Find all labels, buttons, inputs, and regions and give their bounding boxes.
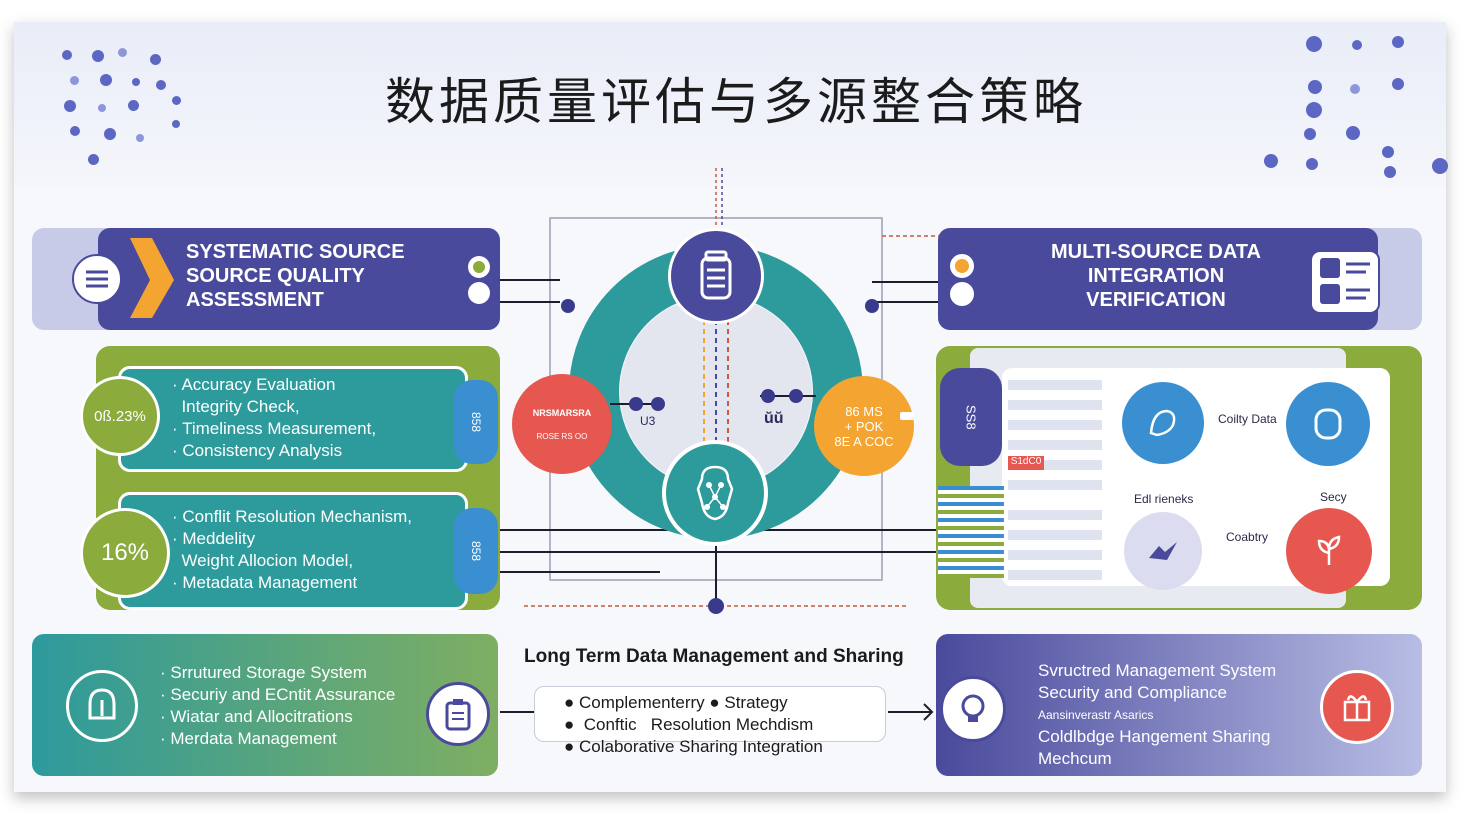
- quality-data-label: Coilty Data: [1218, 412, 1277, 426]
- hub-left-node-line1: NRSMARSRA: [532, 407, 592, 418]
- coability-label: Coabtry: [1226, 530, 1269, 544]
- hub-right-node-line1: 86 MS: [845, 403, 883, 419]
- conflict-tab-label: 858: [469, 540, 483, 562]
- management-line2: Security and Compliance: [1038, 683, 1227, 702]
- conflict-list: · Conflit Resolution Mechanism, · Meddel…: [172, 506, 412, 594]
- list-item: ● Complementerry ● Strategy: [564, 693, 788, 712]
- integration-line2: INTEGRATION: [1087, 265, 1225, 287]
- list-item: ● Colaborative Sharing Integration: [564, 737, 823, 756]
- hub-right-node-tab: [900, 412, 914, 420]
- list-item: · Meddelity: [172, 529, 256, 548]
- analytics-node-red: [1286, 508, 1372, 594]
- database-jar-icon: [700, 250, 732, 300]
- list-item: · Srrutured Storage System: [160, 663, 367, 682]
- long-term-heading: Long Term Data Management and Sharing: [524, 646, 904, 667]
- idea-bulb-icon: [940, 676, 1006, 742]
- management-text: Svructred Management System Security and…: [1038, 660, 1276, 770]
- cylinder-icon: [1314, 408, 1342, 440]
- highlight-badge: S1dC0: [1008, 456, 1044, 470]
- hub-right-label: ŭŭ: [764, 410, 784, 427]
- analytics-node-lilac: [1124, 512, 1202, 590]
- data-grid-bottom: [1008, 510, 1102, 586]
- quality-metrics-panel: [118, 366, 468, 472]
- status-dot-blank: [468, 282, 490, 304]
- verification-tab[interactable]: SS8: [940, 368, 1002, 466]
- management-line1: Svructred Management System: [1038, 661, 1277, 680]
- quality-metrics-tab[interactable]: 858: [454, 380, 498, 464]
- plant-icon: [1317, 535, 1341, 565]
- brain-network-icon: [696, 465, 734, 521]
- list-item: · Timeliness Measurement,: [172, 419, 377, 438]
- list-item: · Merdata Management: [160, 729, 337, 748]
- list-item: · Securiy and ECntit Assurance: [160, 685, 396, 704]
- management-line4: Coldlbdge Hangement Sharing: [1038, 727, 1271, 746]
- list-item: Weight Allocion Model,: [172, 551, 354, 570]
- hub-right-node-line2: + POK: [844, 418, 884, 434]
- shield-icon: [66, 670, 138, 742]
- source-assessment-title: SYSTEMATIC SOURCE SOURCE QUALITY ASSESSM…: [186, 240, 405, 312]
- header-band: [14, 22, 1446, 186]
- source-assessment-line2: SOURCE QUALITY: [186, 265, 365, 287]
- conflict-badge-text: 16%: [100, 539, 150, 566]
- list-item: Integrity Check,: [172, 397, 300, 416]
- list-item: ● Conftic Resolution Mechdism: [564, 715, 814, 734]
- integration-line3: VERIFICATION: [1086, 289, 1226, 311]
- source-assessment-line1: SYSTEMATIC SOURCE: [186, 241, 405, 263]
- source-assessment-line3: ASSESSMENT: [186, 289, 324, 311]
- bird-icon: [1149, 542, 1177, 560]
- checklist-icon: [1310, 250, 1380, 314]
- management-line3: Aansinverastr Asarics: [1038, 708, 1154, 722]
- hub-bottom-node: [662, 440, 768, 546]
- management-line5: Mechcum: [1038, 749, 1112, 768]
- conflict-panel: [118, 492, 468, 610]
- hub-top-node: [668, 228, 764, 324]
- integration-banner-dark: [938, 228, 1378, 330]
- verification-tab-label: SS8: [963, 404, 979, 430]
- gift-icon: [1320, 670, 1394, 744]
- quality-metrics-tab-label: 858: [469, 411, 483, 433]
- hub-right-node-line3: 8E A COC: [834, 433, 894, 449]
- strategy-list: ● Complementerry ● Strategy ● Conftic Re…: [564, 692, 823, 758]
- secy-label: Secy: [1320, 490, 1347, 504]
- conflict-tab[interactable]: 858: [454, 508, 498, 594]
- storage-list: · Srrutured Storage System · Securiy and…: [160, 662, 395, 750]
- status-dot-white: [950, 282, 974, 306]
- hub-left-node-line2: ROSE RS OO: [536, 431, 588, 441]
- status-dot-green: [468, 256, 490, 278]
- conflict-badge: 16%: [80, 508, 170, 598]
- page-title: 数据质量评估与多源整合策略: [385, 73, 1087, 131]
- status-dot-orange: [950, 254, 974, 278]
- analytics-node-blue: [1122, 382, 1204, 464]
- hub-left-node: NRSMARSRA ROSE RS OO: [512, 374, 612, 474]
- list-item: · Consistency Analysis: [172, 441, 343, 460]
- metrics-label: Edl rieneks: [1134, 492, 1194, 506]
- data-grid-top: [1008, 380, 1102, 500]
- analytics-node-blue-2: [1286, 382, 1370, 466]
- list-item: · Accuracy Evaluation: [172, 375, 336, 394]
- list-item: · Conflit Resolution Mechanism,: [172, 507, 412, 526]
- hub-left-label: U3: [640, 414, 656, 428]
- list-item: · Metadata Management: [172, 573, 358, 592]
- accuracy-badge: 0ß.23%: [80, 376, 160, 456]
- document-icon: [72, 254, 122, 304]
- clipboard-icon: [426, 682, 490, 746]
- strategy-box: [534, 686, 886, 742]
- hub-right-node: 86 MS + POK 8E A COC: [814, 376, 914, 476]
- integration-line1: MULTI-SOURCE DATA: [1051, 241, 1261, 263]
- list-item: · Wiatar and Allocitrations: [160, 707, 353, 726]
- bar-strips: [938, 486, 1004, 578]
- accuracy-badge-text: 0ß.23%: [94, 407, 146, 425]
- quality-metrics-list: · Accuracy Evaluation Integrity Check, ·…: [172, 374, 376, 462]
- hand-icon: [1149, 409, 1176, 437]
- integration-title: MULTI-SOURCE DATA INTEGRATION VERIFICATI…: [1040, 240, 1272, 312]
